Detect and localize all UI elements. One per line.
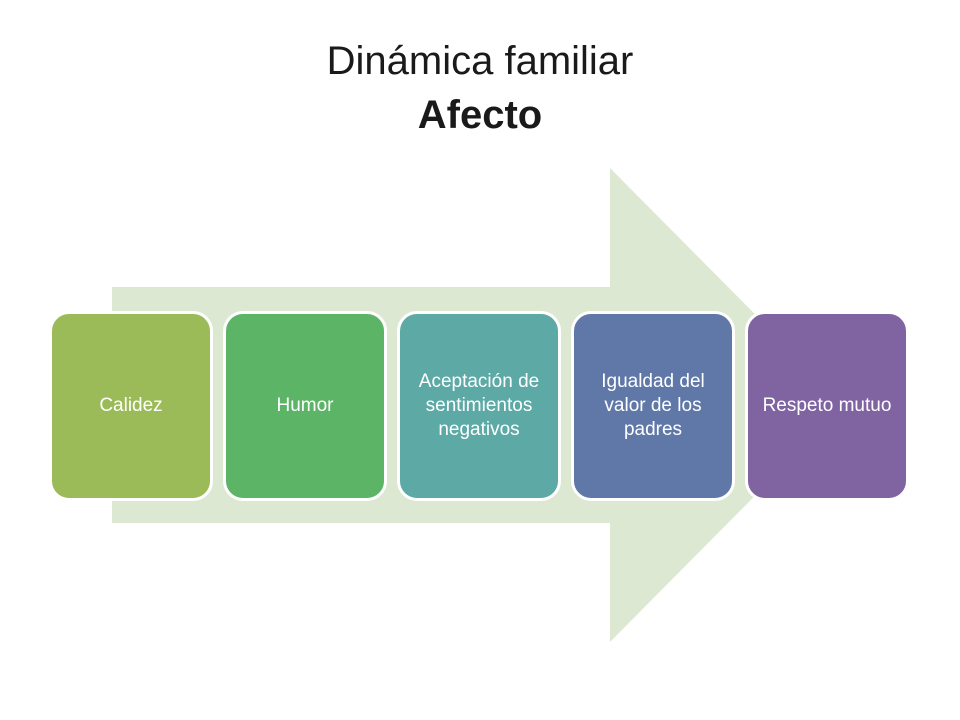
step-box-igualdad: Igualdad del valor de los padres <box>571 311 735 501</box>
step-label: Humor <box>276 395 334 416</box>
step-box-calidez: Calidez <box>49 311 213 501</box>
step-label: Aceptación de sentimientos negativos <box>418 371 540 440</box>
step-box-respeto: Respeto mutuo <box>745 311 909 501</box>
slide-title: Dinámica familiar Afecto <box>0 34 960 142</box>
step-label: Respeto mutuo <box>762 395 892 416</box>
step-box-aceptacion: Aceptación de sentimientos negativos <box>397 311 561 501</box>
step-box-humor: Humor <box>223 311 387 501</box>
title-main: Dinámica familiar <box>326 39 634 83</box>
title-subtitle: Afecto <box>417 93 543 137</box>
step-label: Igualdad del valor de los padres <box>601 371 705 440</box>
step-label: Calidez <box>99 395 163 416</box>
